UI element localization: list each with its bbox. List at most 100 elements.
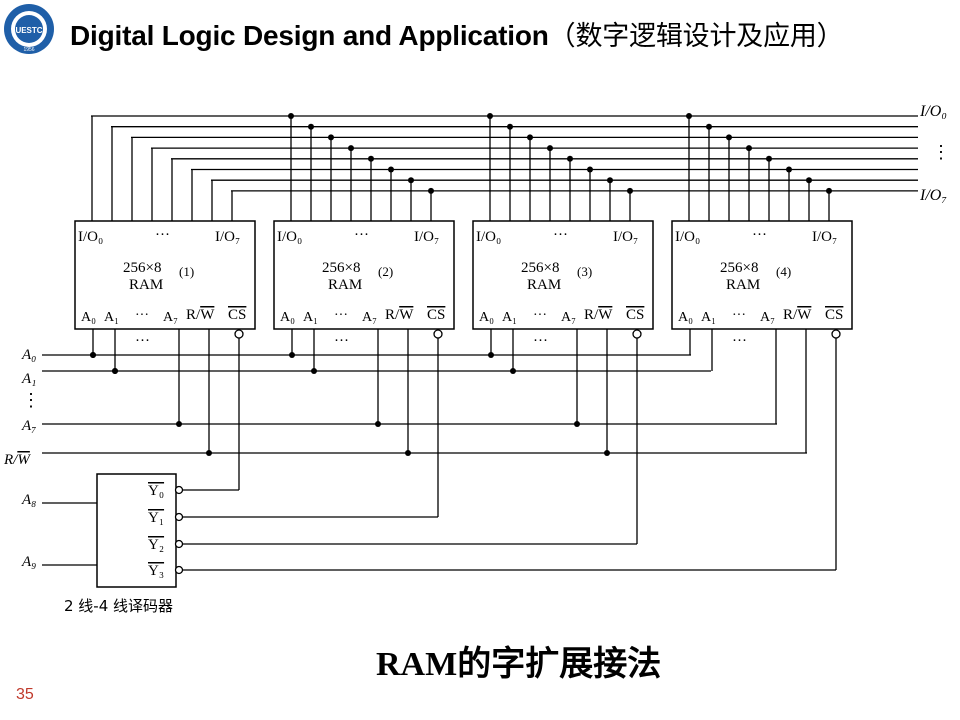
junction-dot <box>607 177 613 184</box>
chip-a0-label: A₀ <box>280 310 295 325</box>
input-labels: A₀ A₁ ⋮ A₇ R/W A₈ A₉ <box>3 347 40 570</box>
page-number: 35 <box>16 686 34 703</box>
wiring <box>42 115 918 571</box>
inversion-bubble <box>174 539 184 549</box>
chip-a1-label: A₁ <box>502 310 517 325</box>
input-rw-w: W <box>17 452 31 468</box>
junction-dot <box>288 113 294 119</box>
address-ellipsis: ··· <box>135 333 150 349</box>
chip-cs-label: CS <box>825 307 843 323</box>
chip-io7-label: I/O₇ <box>613 229 638 245</box>
junction-dot <box>176 421 182 427</box>
junction-dot <box>428 187 434 194</box>
inversion-bubble <box>174 485 184 495</box>
junction-dot <box>726 134 732 141</box>
junction-dot <box>289 352 295 358</box>
chip-rw-label: R/W <box>385 307 414 323</box>
chip-a1-label: A₁ <box>104 310 119 325</box>
input-rw-r: R/ <box>3 452 19 468</box>
decoder-box <box>96 473 177 588</box>
chip-a0-label: A₀ <box>678 310 693 325</box>
junction-dot <box>112 368 118 374</box>
junction-dot <box>90 352 96 358</box>
junction-dot <box>627 187 633 194</box>
junction-dot <box>746 145 752 152</box>
input-a1: A₁ <box>21 371 36 387</box>
junction-dot <box>766 155 772 162</box>
junction-dot <box>375 421 381 427</box>
input-rw: R/W <box>3 452 31 468</box>
chip-rw-label: R/W <box>783 307 812 323</box>
chip-name: RAM <box>527 277 561 293</box>
junction-dots <box>90 113 832 456</box>
chip-io-dots: ··· <box>752 227 767 243</box>
decoder-output-label: Y₂ <box>148 537 164 553</box>
io-bus-labels: I/O₀ ⋮ I/O₇ <box>919 103 950 204</box>
input-a9: A₉ <box>21 554 36 570</box>
inversion-bubble <box>174 565 184 575</box>
chip-capacity: 256×8 <box>123 260 161 276</box>
junction-dot <box>574 421 580 427</box>
io-dots: ⋮ <box>932 142 950 162</box>
chip-capacity: 256×8 <box>322 260 360 276</box>
junction-dot <box>806 177 812 184</box>
junction-dot <box>368 155 374 162</box>
slide-header: UESTC 1956 Digital Logic Design and Appl… <box>0 0 960 70</box>
chip-a7-label: A₇ <box>561 310 576 325</box>
chip-cs-label: CS <box>228 307 246 323</box>
chip-name: RAM <box>726 277 760 293</box>
decoder-output-label: Y₁ <box>148 510 164 526</box>
input-a8: A₈ <box>21 492 36 508</box>
junction-dot <box>587 166 593 173</box>
address-ellipses: ············ <box>135 333 747 349</box>
chip-address-dots: ··· <box>135 308 149 323</box>
junction-dot <box>786 166 792 173</box>
junction-dot <box>604 450 610 456</box>
chip-name: RAM <box>129 277 163 293</box>
decoder-output-y3: Y₃ <box>148 563 184 579</box>
junction-dot <box>510 368 516 374</box>
io-bottom-label: I/O₇ <box>919 187 947 204</box>
decoder-output-y0: Y₀ <box>148 483 184 499</box>
logo-text: UESTC <box>15 26 42 35</box>
chip-a7-label: A₇ <box>163 310 178 325</box>
chip-index: (3) <box>577 264 592 279</box>
chip-cs-bubble <box>632 329 642 339</box>
decoder-output-label: Y₃ <box>148 563 164 579</box>
chip-capacity: 256×8 <box>720 260 758 276</box>
slide-caption: RAM的字扩展接法 <box>376 646 662 683</box>
chip-io-dots: ··· <box>354 227 369 243</box>
chip-io7-label: I/O₇ <box>414 229 439 245</box>
junction-dot <box>567 155 573 162</box>
address-ellipsis: ··· <box>533 333 548 349</box>
decoder-outputs: Y₀ Y₁ Y₂ Y₃ <box>148 483 184 579</box>
junction-dot <box>311 368 317 374</box>
chip-address-dots: ··· <box>533 308 547 323</box>
junction-dot <box>388 166 394 173</box>
chip-cs-bubble <box>234 329 244 339</box>
slide-title-english: Digital Logic Design and Application <box>70 20 549 51</box>
junction-dot <box>527 134 533 141</box>
logo-year: 1956 <box>23 47 34 53</box>
address-ellipsis: ··· <box>732 333 747 349</box>
chip-a7-label: A₇ <box>362 310 377 325</box>
junction-dot <box>488 352 494 358</box>
chip-io7-label: I/O₇ <box>812 229 837 245</box>
university-logo: UESTC 1956 <box>4 4 54 54</box>
ram-chip-box <box>472 220 654 330</box>
chip-io0-label: I/O₀ <box>78 229 103 245</box>
chip-a0-label: A₀ <box>479 310 494 325</box>
slide-title-chinese: （数字逻辑设计及应用） <box>548 21 844 52</box>
junction-dot <box>547 145 553 152</box>
chip-a7-label: A₇ <box>760 310 775 325</box>
junction-dot <box>408 177 414 184</box>
ram-chip-box <box>74 220 256 330</box>
chip-io-dots: ··· <box>553 227 568 243</box>
chip-rw-label: R/W <box>186 307 215 323</box>
